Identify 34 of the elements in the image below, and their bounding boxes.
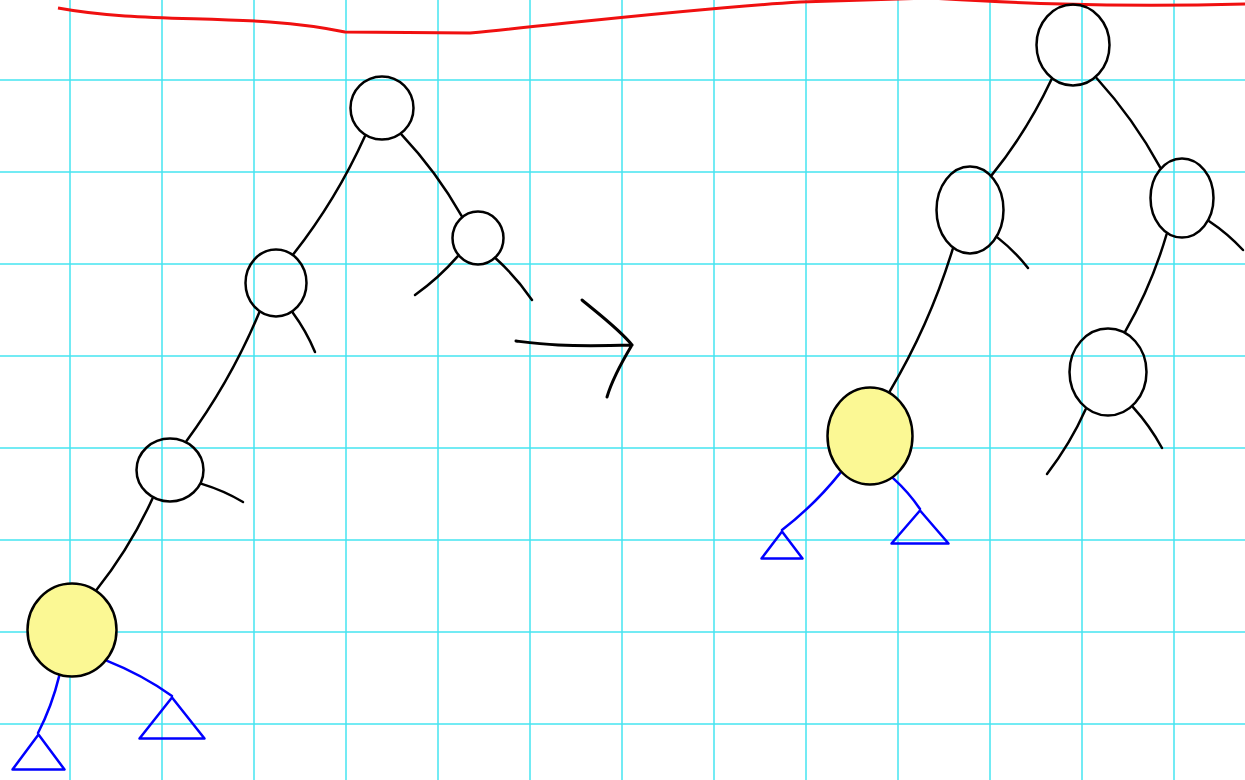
tree-edge [400,133,463,217]
tree-edge [95,497,154,591]
tree-edge [105,659,174,698]
subtree-triangle [890,509,950,545]
tree-edge [413,255,459,297]
tree-node [451,210,505,266]
tree-edge [888,247,954,393]
tree-edge [892,477,922,511]
tree-node [935,165,1005,255]
tree-node [1068,327,1148,417]
tree-edge [1207,219,1245,252]
tree-edge [996,236,1030,270]
tree-edge [1095,76,1162,169]
tree-edge [1131,405,1164,450]
tree-node [1149,157,1215,239]
tree-edge [1124,233,1168,333]
tree-node [135,437,205,503]
subtree-triangle [760,530,804,560]
tree-edge [494,257,534,302]
tree-node [244,248,308,318]
subtree-triangle [138,696,206,740]
tree-node [1035,3,1111,87]
tree-edge [291,311,317,354]
tree-edge [1045,408,1087,476]
tree-node [26,582,118,678]
tree-edge [780,471,842,532]
tree-edge [185,311,261,443]
tree-node [826,386,914,486]
tree-edge [200,482,245,504]
tree-node [349,75,415,141]
tree-edge [990,78,1053,177]
tree-edge [36,674,61,735]
subtree-triangle [10,733,66,771]
tree-edge [292,135,367,256]
